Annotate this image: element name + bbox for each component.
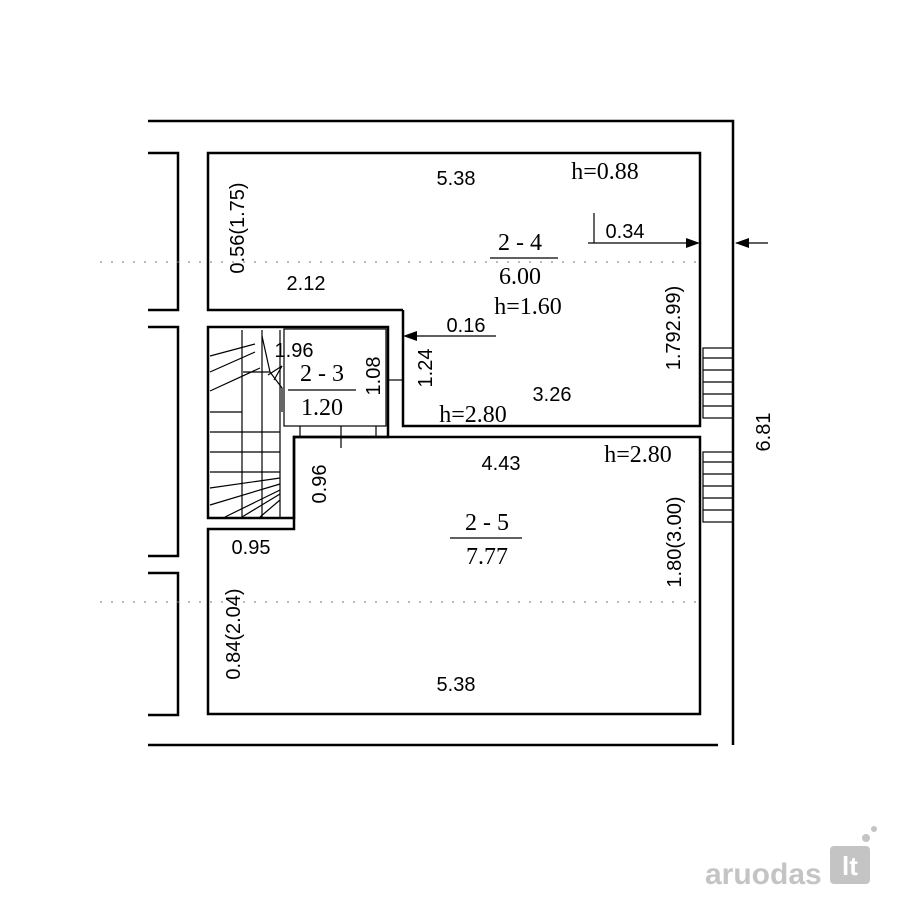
- left-wing-lower: [148, 571, 180, 717]
- watermark-badge: [830, 846, 870, 884]
- room-2-5-outline: [206, 435, 702, 716]
- stair-side-dim: 1.08: [363, 357, 385, 396]
- left-wing-middle: [148, 325, 180, 558]
- window-lower: [702, 451, 734, 523]
- offset-dim: 0.16: [447, 315, 486, 337]
- room-2-4-area: 6.00: [499, 264, 541, 290]
- watermark-badge-text: lt: [842, 851, 858, 881]
- outer-wall-top-right: [148, 119, 735, 745]
- top-right-side-dim: 1.792.99): [663, 286, 685, 371]
- bottom-room-height: h=2.80: [604, 442, 672, 468]
- overall-height-dim: 6.81: [753, 413, 775, 452]
- stair-enclosure: [206, 325, 390, 520]
- landing-dim: 0.96: [309, 465, 331, 504]
- top-width-dim: 5.38: [437, 168, 476, 190]
- stair-width-dim: 1.96: [275, 340, 314, 362]
- top-wall-right-dim: 0.34: [606, 221, 645, 243]
- middle-width-dim: 3.26: [533, 384, 572, 406]
- watermark-brand: aruodas: [705, 858, 822, 891]
- dimension-arrows: [389, 213, 768, 381]
- top-room-height: h=0.88: [571, 159, 639, 185]
- bottom-right-side-dim: 1.80(3.00): [664, 496, 686, 587]
- bottom-left-side-dim: 0.84(2.04): [223, 588, 245, 679]
- bottom-corner-dim: 0.95: [232, 537, 271, 559]
- room-2-5-id: 2 - 5: [465, 510, 509, 536]
- window-upper: [702, 347, 734, 419]
- top-left-side-dim: 0.56(1.75): [227, 182, 249, 273]
- top-inner-left-dim: 2.12: [287, 273, 326, 295]
- room-2-4-outline: [206, 151, 702, 428]
- aruodas-watermark: aruodas lt: [705, 826, 877, 891]
- room-2-3-outline: [283, 328, 387, 427]
- room-2-3-id: 2 - 3: [300, 361, 344, 387]
- room-2-3-area: 1.20: [301, 395, 343, 421]
- bottom-top-width-dim: 4.43: [482, 453, 521, 475]
- outer-walls: [148, 119, 735, 747]
- step-dim: 1.24: [415, 349, 437, 388]
- staircase: [209, 330, 283, 518]
- left-wing-upper: [148, 151, 180, 312]
- stair-room-height: h=2.80: [439, 402, 507, 428]
- bottom-width-dim: 5.38: [437, 674, 476, 696]
- room-2-4-height: h=1.60: [494, 294, 562, 320]
- room-2-4-id: 2 - 4: [498, 230, 542, 256]
- room-2-5-area: 7.77: [466, 544, 508, 570]
